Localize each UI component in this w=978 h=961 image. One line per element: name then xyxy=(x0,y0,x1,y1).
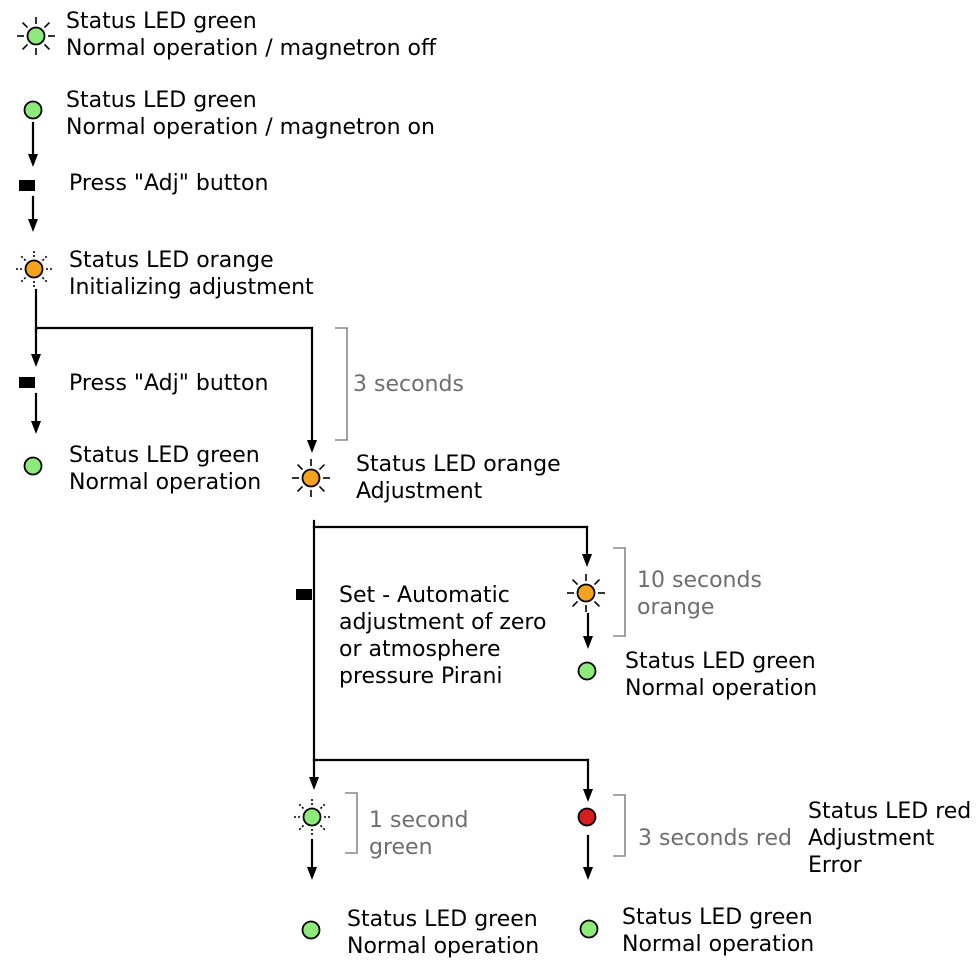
state-normal-bottom-left-label: Status LED green Normal operation xyxy=(347,906,539,960)
timing-1-second: 1 second green xyxy=(369,807,468,861)
set-line-1: Set - Automatic xyxy=(339,583,510,608)
set-line-4: pressure Pirani xyxy=(339,664,503,689)
timing-10-seconds-line2: orange xyxy=(637,595,715,620)
state-normal-bottom-left-line1: Status LED green xyxy=(347,907,538,932)
led-blinking-green-off-ray xyxy=(21,43,29,51)
timing-1-second-line2: green xyxy=(369,835,433,860)
led-green-normal-bottom-right xyxy=(579,919,599,939)
bracket-3-seconds xyxy=(335,327,348,441)
state-normal-mid-label: Status LED green Normal operation xyxy=(625,648,817,702)
arrow-to-10-seconds-head xyxy=(582,554,592,567)
led-orange-adjustment xyxy=(301,468,321,488)
arrow-on-to-press-head xyxy=(28,154,38,167)
state-adjustment-line2: Adjustment xyxy=(356,479,483,504)
led-orange-init-ray xyxy=(19,254,27,262)
led-orange-init-ray xyxy=(41,276,49,284)
state-initializing-line2: Initializing adjustment xyxy=(69,275,314,300)
state-error-line3: Error xyxy=(808,853,862,878)
led-orange-adjustment-ray xyxy=(318,463,326,471)
led-green-on xyxy=(23,100,43,120)
led-green-normal-mid xyxy=(577,661,597,681)
arrow-to-adjustment-head xyxy=(307,440,317,453)
led-orange-10s-ray xyxy=(593,600,601,608)
arrow-to-1-second-head xyxy=(309,777,319,790)
led-blinking-green-off xyxy=(26,26,46,46)
state-normal-bottom-left-line2: Normal operation xyxy=(347,934,540,959)
state-normal-left-label: Status LED green Normal operation xyxy=(69,442,261,496)
bracket-10-seconds xyxy=(613,547,626,637)
arrow-press2-to-normal-head xyxy=(31,421,41,434)
set-button xyxy=(296,589,312,600)
state-magnetron-on-line1: Status LED green xyxy=(66,88,257,113)
bracket-3-seconds-red xyxy=(613,794,626,857)
led-orange-adjustment-ray xyxy=(296,485,304,493)
set-line-2: adjustment of zero xyxy=(339,610,547,635)
state-magnetron-off-line2: Normal operation / magnetron off xyxy=(66,36,437,61)
led-blinking-green-off-ray xyxy=(43,43,51,51)
state-adjustment-line1: Status LED orange xyxy=(356,452,561,477)
timing-10-seconds-line1: 10 seconds xyxy=(637,568,762,593)
state-error-label: Status LED red Adjustment Error xyxy=(808,798,971,879)
press-adj-label-1: Press "Adj" button xyxy=(69,171,269,196)
state-magnetron-on-line2: Normal operation / magnetron on xyxy=(66,115,435,140)
led-orange-init xyxy=(24,259,44,279)
arrow-to-red-head xyxy=(583,789,593,802)
arrow-to-press2-head xyxy=(31,354,41,367)
led-orange-adjustment-ray xyxy=(296,463,304,471)
arrow-10s-to-normal-head xyxy=(583,636,593,649)
led-green-1s-ray xyxy=(319,824,327,832)
arrow-1s-to-normal-head xyxy=(307,867,317,880)
adj-button-1 xyxy=(19,180,35,191)
state-magnetron-off-label: Status LED green Normal operation / magn… xyxy=(66,8,436,62)
state-magnetron-on-label: Status LED green Normal operation / magn… xyxy=(66,87,435,141)
state-normal-mid-line1: Status LED green xyxy=(625,649,816,674)
led-orange-init-ray xyxy=(19,276,27,284)
led-orange-adjustment-ray xyxy=(318,485,326,493)
led-red-error xyxy=(577,807,597,827)
timing-10-seconds: 10 seconds orange xyxy=(637,567,762,621)
press-adj-label-2: Press "Adj" button xyxy=(69,371,269,396)
state-adjustment-label: Status LED orange Adjustment xyxy=(356,451,561,505)
adj-button-2 xyxy=(19,377,35,388)
led-green-normal-left xyxy=(23,456,43,476)
led-orange-init-ray xyxy=(41,254,49,262)
led-orange-10s xyxy=(576,583,596,603)
state-normal-bottom-right-label: Status LED green Normal operation xyxy=(622,904,814,958)
set-automatic-label: Set - Automatic adjustment of zero or at… xyxy=(339,582,546,690)
state-normal-left-line1: Status LED green xyxy=(69,443,260,468)
arrow-press-to-init-head xyxy=(28,219,38,232)
led-green-1s-ray xyxy=(319,802,327,810)
led-green-1s-ray xyxy=(297,824,305,832)
timing-3-seconds-red: 3 seconds red xyxy=(638,826,792,851)
led-green-1s xyxy=(302,807,322,827)
timing-1-second-line1: 1 second xyxy=(369,808,469,833)
led-green-normal-bottom-left xyxy=(301,920,321,940)
led-blinking-green-off-ray xyxy=(21,21,29,29)
state-error-line1: Status LED red xyxy=(808,799,972,824)
state-normal-bottom-right-line2: Normal operation xyxy=(622,932,815,957)
state-initializing-label: Status LED orange Initializing adjustmen… xyxy=(69,247,314,301)
bracket-1-second xyxy=(345,792,358,854)
led-orange-10s-ray xyxy=(571,578,579,586)
set-line-3: or atmosphere xyxy=(339,637,501,662)
led-green-1s-ray xyxy=(297,802,305,810)
arrow-red-to-normal-head xyxy=(583,867,593,880)
led-blinking-green-off-ray xyxy=(43,21,51,29)
led-orange-10s-ray xyxy=(593,578,601,586)
timing-3-seconds: 3 seconds xyxy=(353,372,464,397)
state-normal-mid-line2: Normal operation xyxy=(625,676,818,701)
led-orange-10s-ray xyxy=(571,600,579,608)
state-initializing-line1: Status LED orange xyxy=(69,248,274,273)
state-normal-left-line2: Normal operation xyxy=(69,470,262,495)
state-error-line2: Adjustment xyxy=(808,826,935,851)
state-magnetron-off-line1: Status LED green xyxy=(66,9,257,34)
state-normal-bottom-right-line1: Status LED green xyxy=(622,905,813,930)
